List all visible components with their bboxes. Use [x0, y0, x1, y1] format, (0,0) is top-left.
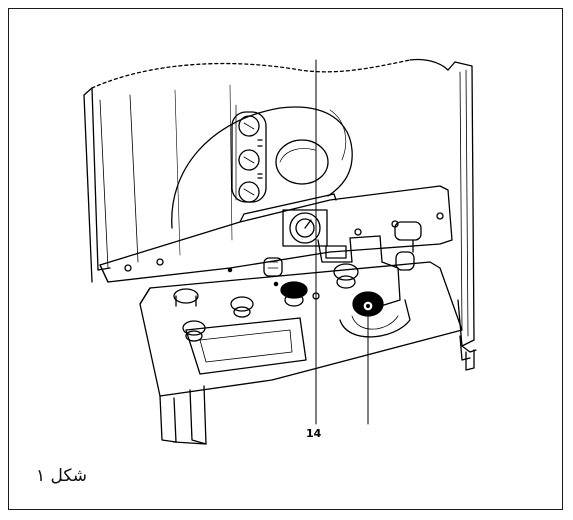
base-tray — [139, 261, 471, 445]
callout-label: 14 — [306, 427, 322, 440]
valve-5 — [280, 281, 308, 307]
valve-4 — [263, 257, 283, 277]
mounting-bracket — [99, 185, 453, 283]
boiler-back-panel — [83, 58, 449, 283]
right-side-rail — [447, 61, 477, 371]
callout-leader-lines — [315, 59, 369, 425]
bottom-valves — [173, 257, 384, 342]
valve-7-highlighted — [352, 291, 384, 317]
right-pipe-fittings — [317, 221, 422, 311]
pressure-gauge — [282, 209, 328, 247]
valve-3 — [230, 296, 254, 318]
figure-caption: شکل ١ — [36, 466, 88, 486]
valve-6 — [333, 263, 359, 289]
valve-1 — [173, 288, 199, 307]
valve-2 — [182, 320, 206, 342]
control-housing — [171, 104, 353, 229]
